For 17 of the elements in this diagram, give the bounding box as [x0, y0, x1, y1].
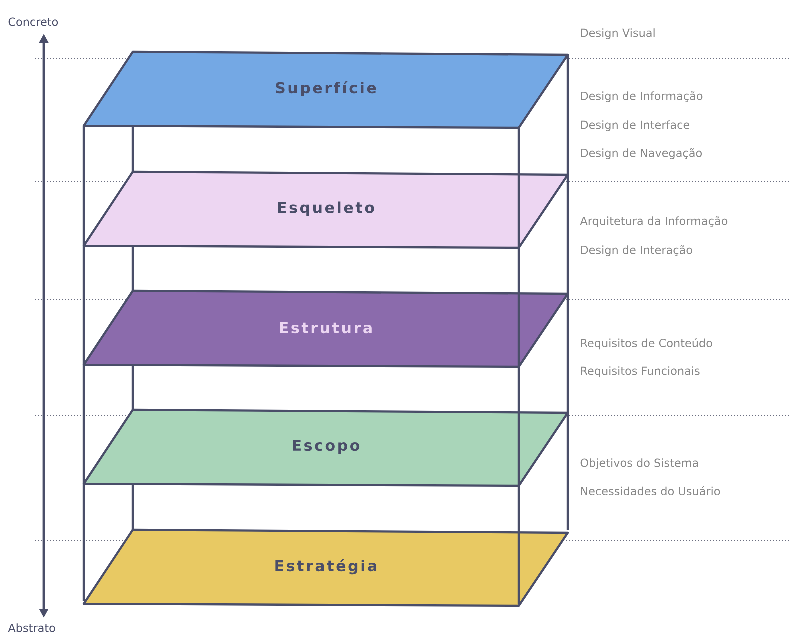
- layer-plane: Estrutura: [82, 290, 570, 368]
- side-label: Design Visual: [581, 28, 655, 40]
- side-label: Design de Informação: [581, 91, 703, 103]
- side-label: Concreto: [8, 18, 58, 26]
- layer-plane: Escopo: [82, 408, 570, 488]
- side-label: Design de Interface: [581, 120, 690, 132]
- side-label: Design de Interação: [581, 245, 692, 257]
- side-label: Arquitetura da Informação: [580, 216, 728, 228]
- side-label: Abstrato: [8, 624, 56, 632]
- layer-plane: Estratégia: [82, 528, 570, 608]
- side-label: Necessidades do Usuário: [581, 486, 720, 496]
- side-label: Design de Navegação: [581, 148, 702, 160]
- side-label: Requisitos Funcionais: [581, 366, 700, 378]
- layer-plane: Esqueleto: [82, 170, 570, 250]
- layer-plane: Superfície: [82, 50, 570, 130]
- side-label: Requisitos de Conteúdo: [581, 338, 712, 350]
- side-label: Objetivos do Sistema: [580, 458, 698, 470]
